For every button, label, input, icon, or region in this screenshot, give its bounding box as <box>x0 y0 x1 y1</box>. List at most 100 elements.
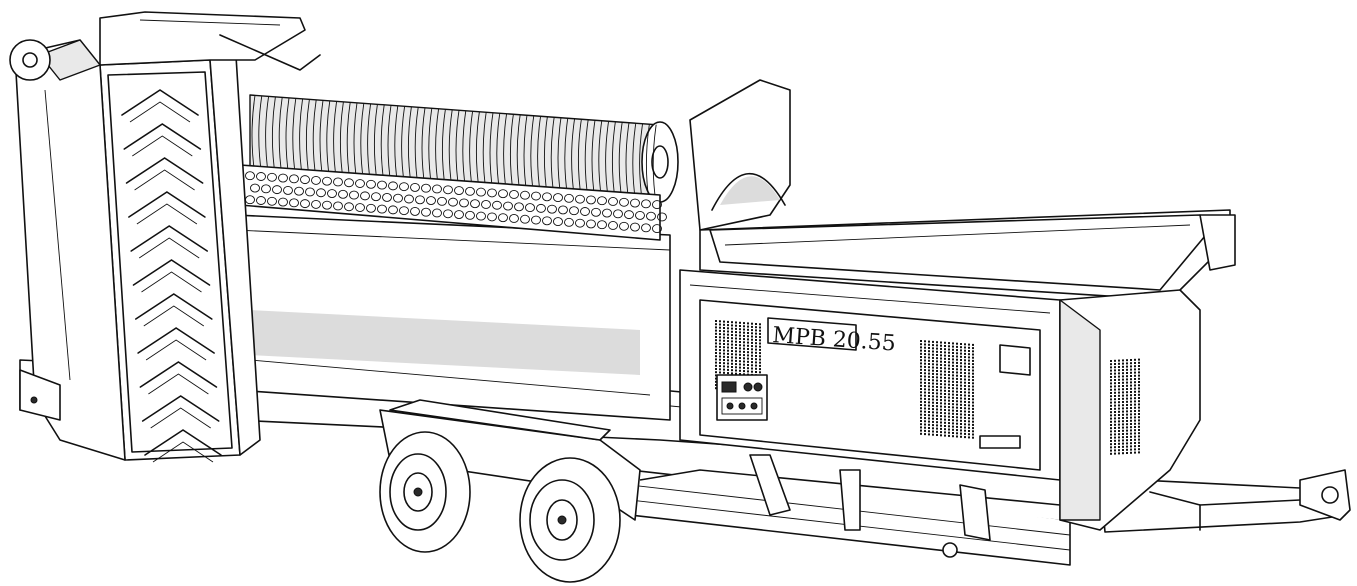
vent-slot <box>735 366 737 369</box>
vent-slot <box>968 398 970 400</box>
vent-slot <box>944 428 946 431</box>
vent-slot <box>960 371 962 374</box>
vent-slot <box>960 419 962 422</box>
screen-hole <box>377 204 387 214</box>
vent-slot <box>928 356 930 359</box>
chevron-cleat-inner <box>132 135 193 157</box>
vent-slot <box>952 358 954 361</box>
vent-slot <box>936 405 938 408</box>
feed-hopper <box>689 79 1236 301</box>
vent-slot <box>1122 449 1124 451</box>
vent-slot <box>1130 423 1132 425</box>
vent-slot <box>1114 391 1116 394</box>
vent-slot <box>952 403 954 406</box>
vent-slot <box>1126 420 1128 422</box>
vent-slot <box>936 347 938 350</box>
screen-hole <box>646 211 656 221</box>
vent-slot <box>1122 394 1124 397</box>
vent-slot <box>972 407 974 410</box>
vent-slot <box>1118 420 1120 423</box>
vent-slot <box>936 392 938 395</box>
vent-slot <box>1110 433 1112 436</box>
vent-slot <box>731 340 733 343</box>
vent-slot <box>968 430 970 432</box>
vent-slot <box>1130 410 1132 413</box>
vent-slot <box>956 361 958 364</box>
vent-slot <box>715 336 717 338</box>
vent-slot <box>731 359 733 362</box>
vent-slot <box>972 366 974 369</box>
vent-slot <box>1138 381 1140 383</box>
screen-hole <box>558 205 568 215</box>
vent-slot <box>940 408 942 411</box>
vent-slot <box>1118 439 1120 442</box>
vent-slot <box>940 351 942 354</box>
vent-slot <box>932 408 934 411</box>
screen-hole <box>327 189 337 198</box>
vent-slot <box>968 407 970 410</box>
screen-hole <box>399 206 409 216</box>
chevron-cleat <box>123 123 202 150</box>
chevron-cleat-inner <box>136 203 198 225</box>
screen-hole <box>641 223 651 233</box>
chevron-cleat <box>130 225 208 252</box>
screen-hole <box>278 173 288 183</box>
vent-slot <box>719 333 721 336</box>
vent-slot <box>1110 388 1112 391</box>
vent-slot <box>1122 439 1124 442</box>
vent-slot <box>944 361 946 363</box>
vent-slot <box>920 432 922 435</box>
vent-slot <box>723 349 725 352</box>
vent-slot <box>755 358 757 361</box>
vent-slot <box>1138 429 1140 431</box>
vent-slot <box>755 342 757 345</box>
vent-slot <box>944 357 946 360</box>
vent-slot <box>751 367 753 370</box>
vent-slot <box>1110 376 1112 378</box>
vent-slot <box>1110 392 1112 394</box>
chevron-cleat-inner <box>129 101 191 123</box>
vent-slot <box>956 384 958 387</box>
vent-slot <box>924 372 926 375</box>
vent-slot <box>1130 439 1132 441</box>
vent-slot <box>964 423 966 426</box>
vent-slot <box>1110 382 1112 385</box>
screen-hole <box>619 197 629 207</box>
vent-slot <box>968 359 970 362</box>
vent-slot <box>968 369 970 372</box>
vent-slot <box>1110 369 1112 372</box>
vent-slot <box>964 436 966 439</box>
vent-slot <box>972 433 974 436</box>
vent-slot <box>928 363 930 365</box>
vent-slot <box>944 345 946 347</box>
vent-slot <box>924 369 926 372</box>
vent-slot <box>731 369 733 372</box>
vent-slot <box>715 387 717 390</box>
vent-slot <box>972 343 974 346</box>
vent-slot <box>952 384 954 386</box>
vent-slot <box>944 393 946 395</box>
vent-slot <box>719 342 721 345</box>
vent-slot <box>715 323 717 326</box>
vent-slot <box>1110 449 1112 452</box>
vent-slot <box>723 355 725 358</box>
control-panel <box>716 374 768 421</box>
vent-slot <box>1122 420 1124 423</box>
vent-slot <box>956 413 958 416</box>
vent-slot <box>719 345 721 348</box>
screen-hole <box>608 221 618 230</box>
vent-slot <box>739 334 741 337</box>
vent-slot <box>948 428 950 431</box>
vent-slot <box>1126 407 1128 410</box>
vent-slot <box>956 400 958 403</box>
vent-slot <box>920 343 922 346</box>
vent-slot <box>1122 381 1124 384</box>
vent-slot <box>735 334 737 337</box>
vent-slot <box>920 368 922 371</box>
vent-slot <box>964 352 966 355</box>
vent-slot <box>1126 448 1128 451</box>
discharge-tower <box>9 11 321 461</box>
vent-slot <box>948 412 950 415</box>
vent-slot <box>743 360 745 363</box>
vent-slot <box>952 412 954 415</box>
